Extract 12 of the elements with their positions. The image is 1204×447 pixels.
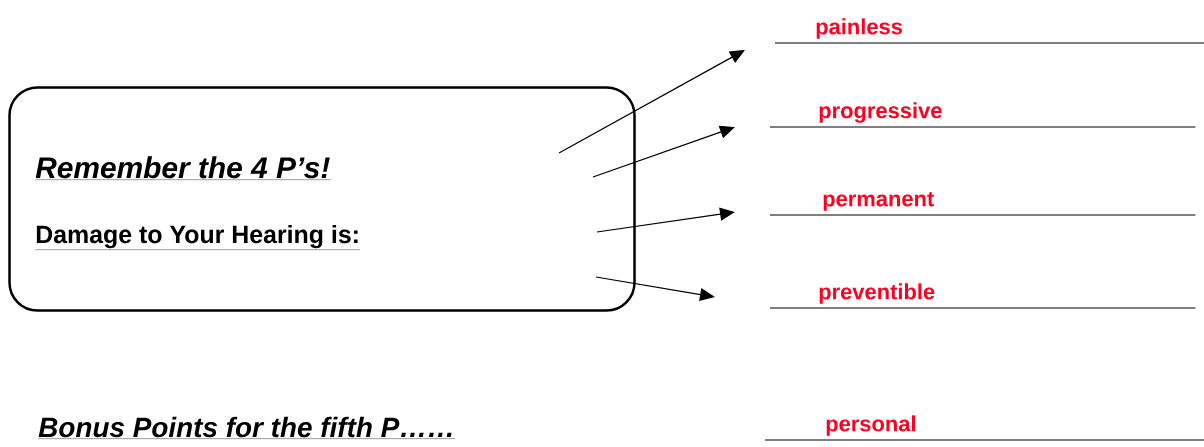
prompt-text: Bonus Points for the fifth P…… [38,416,456,439]
fill-in-line: progressive [769,102,1196,128]
arrow [596,207,735,233]
subheading: Damage to Your Hearing is: [35,224,361,250]
heading: Remember the 4 P’s! [35,156,331,180]
fill-in-line: preventible [769,283,1196,309]
fill-in-line: permanent [769,191,1196,216]
arrow [558,50,745,154]
fill-in-line: painless [774,18,1204,44]
arrow [592,125,735,178]
fill-in-line: personal [764,415,1204,441]
rounded-box [8,86,636,312]
